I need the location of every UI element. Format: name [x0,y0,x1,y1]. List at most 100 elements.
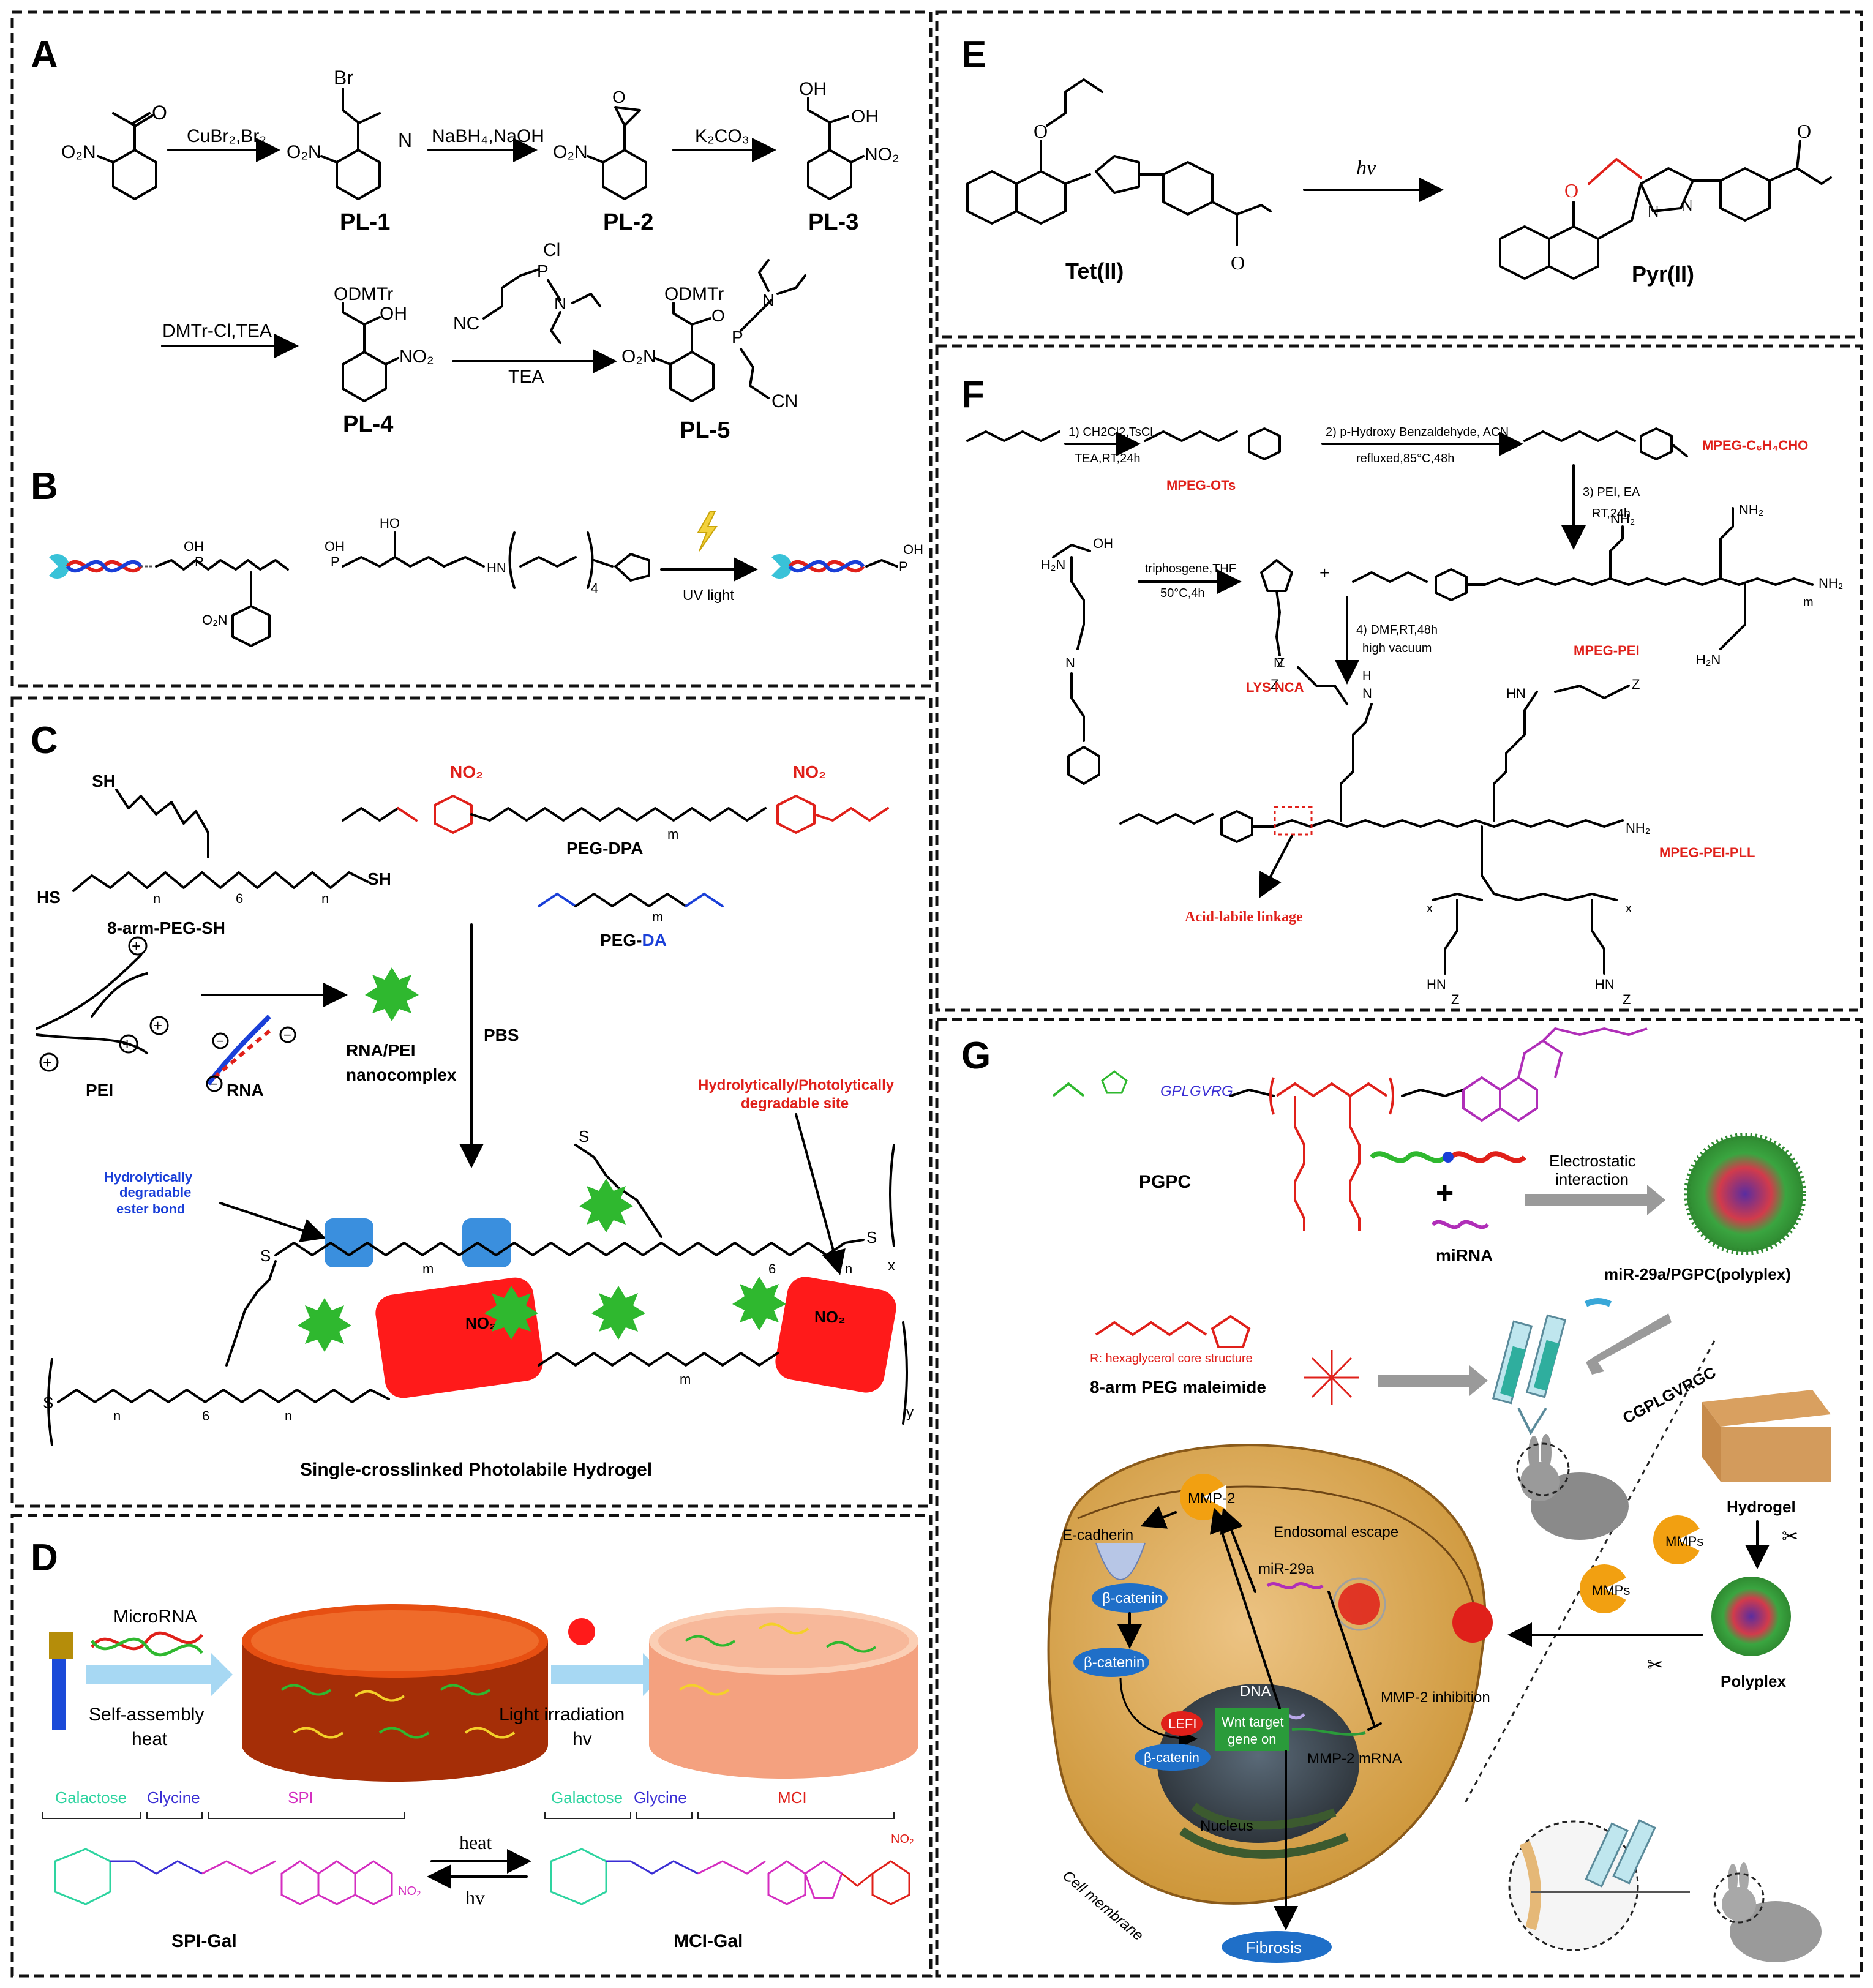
tet-ii-structure: O O [966,78,1272,274]
lys-nca: N Z [1260,559,1293,692]
svg-text:Z: Z [1451,992,1459,1007]
wnt-target-2: gene on [1228,1731,1277,1747]
panel-f-frame [935,344,1863,1012]
svg-text:N: N [1362,686,1372,701]
svg-text:Z: Z [1623,992,1631,1007]
svg-text:O₂N: O₂N [287,142,321,162]
peg-maleimide-name: 8-arm PEG maleimide [1090,1378,1266,1397]
svg-text:O: O [711,306,725,325]
rna-strand: − − − [206,1015,296,1092]
panel-e-label: E [961,34,986,76]
hydrogel-caption: Single-crosslinked Photolabile Hydrogel [300,1460,652,1480]
spi-gal-structure: NO₂ [54,1848,421,1905]
svg-text:P: P [899,559,908,574]
svg-text:S: S [260,1247,271,1265]
reagent-hv-e: hv [1356,157,1376,179]
hexaglycerol-note: R: hexaglycerol core structure [1090,1352,1253,1365]
endosomal-escape-label: Endosomal escape [1274,1524,1398,1540]
dna-cleaved-product: P OH [771,542,923,579]
reagent-a2: NaBH₄,NaOH [432,126,544,146]
panel-c-frame [10,696,933,1508]
cell-illustration [1047,1444,1493,1905]
svg-text:HN: HN [1595,977,1615,992]
lysine-cbz: OH H₂N N [1041,536,1113,785]
mci-gal-name: MCI-Gal [674,1931,743,1951]
annot-red-2: degradable site [741,1095,849,1112]
peptide-seq: GPLGVRG [1160,1083,1233,1100]
panel-a-frame [10,10,933,688]
name-mpeg-ots: MPEG-OTs [1166,478,1236,493]
svg-text:OH: OH [799,79,827,99]
polyplex-label: Polyplex [1721,1672,1786,1690]
step-4a: 4) DMF,RT,48h [1356,623,1438,637]
reagent-pbs: PBS [484,1026,519,1045]
svg-text:Br: Br [334,67,353,89]
svg-text:NC: NC [453,313,479,334]
svg-text:+: + [122,1035,132,1053]
pgpc-structure: GPLGVRG [1052,1027,1648,1231]
b-catenin-1: β-catenin [1102,1590,1163,1607]
svg-text:P: P [331,554,340,569]
svg-text:P: P [732,328,743,347]
start-ketone: O O₂N [61,102,167,200]
fibrosis-icon [1222,1931,1332,1963]
acid-labile-label: Acid-labile linkage [1185,909,1303,925]
scissors-icon-1: ✂ [1782,1525,1798,1547]
ester-box-2 [462,1218,511,1267]
b-catenin-2: β-catenin [1084,1654,1144,1671]
light-sun-icon [568,1618,595,1645]
svg-text:6: 6 [202,1408,209,1423]
panel-d: D MicroRNA Self-assembly heat Light irra… [31,1537,918,1951]
spine-injection-icon [1508,1819,1822,1962]
parts-right-mci: MCI [778,1788,807,1807]
svg-text:H: H [1362,669,1371,683]
b-catenin-3-icon [1135,1744,1211,1771]
microrna-tube-cap [49,1632,73,1659]
svg-text:HN: HN [1427,977,1446,992]
svg-text:4: 4 [591,580,598,596]
svg-text:Z: Z [1277,655,1285,670]
svg-text:O: O [152,102,167,124]
svg-text:x: x [1427,902,1433,915]
dna-linker-construct: OH P P OH O₂N HO HN 4 [49,516,650,647]
svg-text:OH: OH [903,542,923,557]
svg-text:N: N [554,294,566,313]
hydrogel-network: S S m 6 n x S S n 6 n m NO₂ NO₂ y [43,1127,914,1446]
svg-text:−: − [210,1076,218,1092]
8-arm-peg-sh-structure: SH HS SH n 6 n [37,771,391,907]
svg-text:+: + [132,937,141,955]
svg-text:−: − [283,1027,291,1043]
name-mpeg-pei-pll: MPEG-PEI-PLL [1659,845,1755,860]
peg-star-icon [1304,1350,1359,1405]
step-4b: high vacuum [1362,642,1432,655]
svg-text:HS: HS [37,888,61,907]
step-50c: 50°C,4h [1160,587,1205,600]
svg-text:O₂N: O₂N [621,347,656,367]
b-catenin-2-icon [1073,1648,1149,1677]
svg-text:x: x [1626,902,1632,915]
svg-text:−: − [216,1033,224,1049]
hydrogel-label: Hydrogel [1727,1498,1796,1516]
svg-text:P: P [537,261,549,280]
tet-ii-name: Tet(II) [1065,258,1124,283]
pl-1-structure: Br N O₂N [287,67,412,200]
mmp2-mrna-label: MMP-2 mRNA [1307,1750,1402,1767]
svg-text:N: N [1065,655,1075,670]
arrow-d2 [551,1653,664,1696]
svg-text:SH: SH [92,771,116,790]
pei-structure: + + + + [36,936,169,1072]
step1-line2: heat [132,1729,168,1749]
pl-2-name: PL-2 [603,209,653,235]
svg-text:Z: Z [1271,677,1278,692]
rabbit-icon [1516,1434,1629,1540]
svg-text:NH₂: NH₂ [1739,502,1763,517]
svg-text:NH₂: NH₂ [1626,820,1650,836]
svg-text:OH: OH [325,539,345,554]
peg-da-name: PEG-DA [600,931,667,950]
svg-text:O: O [1797,120,1811,142]
svg-text:SH: SH [367,869,391,888]
parts-right-galactose: Galactose [551,1788,623,1807]
mmp2-label: MMP-2 [1188,1490,1235,1507]
arrow-hv-label: hv [465,1886,485,1908]
panel-f: F 1) CH2Cl2,TsCl TEA,RT,24h MPEG-OTs 2) … [961,373,1843,1007]
